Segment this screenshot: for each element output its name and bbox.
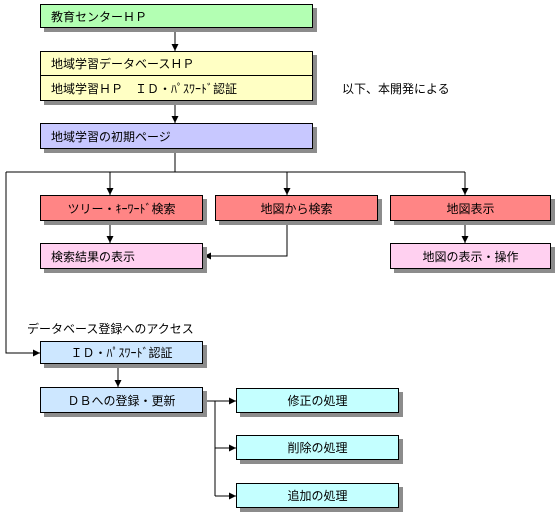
arrow-to-id-auth [5, 172, 40, 357]
node-edit-process: 修正の処理 [236, 388, 399, 413]
node-chiiki-db-hp: 地域学習データベースＨＰ [40, 51, 313, 76]
node-label: 削除の処理 [287, 441, 348, 455]
node-search-results: 検索結果の表示 [40, 243, 203, 269]
annotation-this-development: 以下、本開発による [342, 82, 450, 96]
annotation-db-access: データベース登録へのアクセス [27, 322, 194, 336]
node-label: 地域学習データベースＨＰ [51, 57, 195, 71]
node-label: 地域学習ＨＰ ＩＤ・ﾊﾟｽﾜｰﾄﾞ認証 [51, 81, 238, 96]
node-label: 地図から検索 [260, 201, 333, 216]
node-db-register-update: ＤＢへの登録・更新 [40, 387, 203, 413]
node-label: ツリー・ｷｰﾜｰﾄﾞ検索 [67, 201, 176, 216]
node-map-display: 地図表示 [390, 195, 551, 221]
node-chiiki-id-auth: 地域学習ＨＰ ＩＤ・ﾊﾟｽﾜｰﾄﾞ認証 [40, 76, 313, 101]
node-label: ＤＢへの登録・更新 [67, 393, 176, 408]
node-label: 修正の処理 [287, 394, 348, 408]
node-label: 教育センターＨＰ [51, 9, 148, 24]
node-kyoiku-center-hp: 教育センターＨＰ [40, 4, 313, 28]
node-id-password-auth: ＩＤ・ﾊﾟｽﾜｰﾄﾞ認証 [40, 341, 203, 364]
node-label: 地域学習の初期ページ [51, 129, 171, 144]
node-label: 地図の表示・操作 [422, 249, 519, 264]
node-label: 地図表示 [446, 201, 495, 216]
node-initial-page: 地域学習の初期ページ [40, 123, 313, 149]
node-tree-keyword-search: ツリー・ｷｰﾜｰﾄﾞ検索 [40, 195, 203, 221]
node-delete-process: 削除の処理 [236, 435, 399, 460]
node-label: ＩＤ・ﾊﾟｽﾜｰﾄﾞ認証 [70, 346, 173, 360]
arrow-map-search-to-results [204, 221, 288, 260]
node-label: 追加の処理 [287, 489, 348, 503]
node-map-search: 地図から検索 [215, 195, 378, 221]
node-label: 検索結果の表示 [51, 249, 136, 264]
node-map-operation: 地図の表示・操作 [390, 243, 551, 269]
node-add-process: 追加の処理 [236, 483, 399, 508]
